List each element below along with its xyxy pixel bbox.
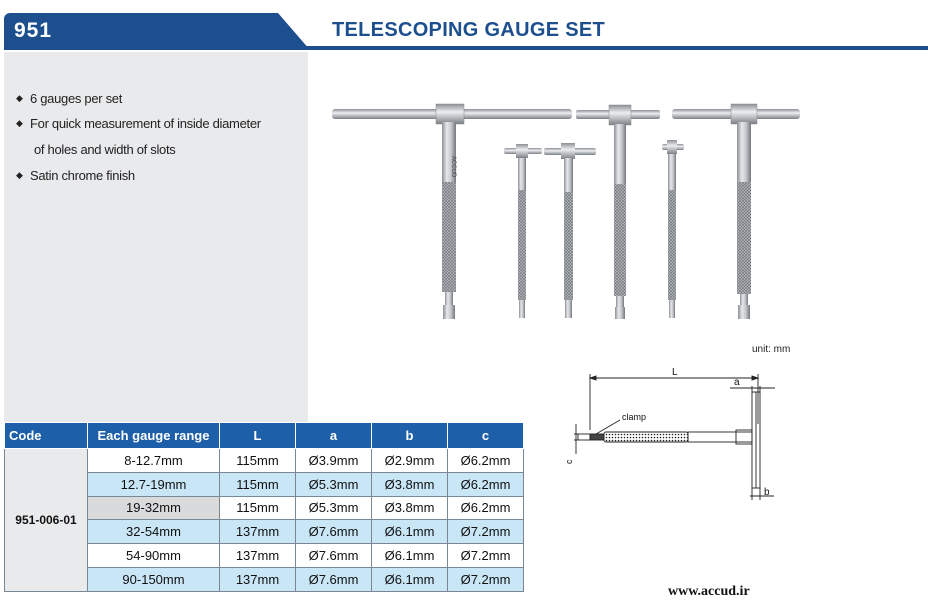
feature-list: ◆ 6 gauges per set ◆ For quick measureme… bbox=[16, 86, 298, 188]
table-row: 951-006-01 8-12.7mm 115mm Ø3.9mm Ø2.9mm … bbox=[4, 448, 524, 592]
header-b: b bbox=[371, 422, 448, 449]
label-l: L bbox=[672, 367, 678, 378]
diamond-bullet-icon: ◆ bbox=[16, 118, 23, 128]
gauge-large-right bbox=[672, 103, 800, 319]
header-code-tab bbox=[4, 13, 310, 50]
a-cell: Ø7.6mm bbox=[295, 543, 372, 568]
b-cell: Ø2.9mm bbox=[371, 448, 448, 473]
a-cell: Ø7.6mm bbox=[295, 519, 372, 545]
feature-panel bbox=[4, 52, 308, 422]
c-cell: Ø6.2mm bbox=[447, 471, 524, 497]
range-cell: 54-90mm bbox=[87, 543, 220, 568]
l-cell: 137mm bbox=[219, 519, 296, 545]
header-c: c bbox=[447, 422, 524, 449]
table-row: 32-54mm 137mm Ø7.6mm Ø6.1mm Ø7.2mm bbox=[5, 519, 524, 545]
l-cell: 115mm bbox=[219, 448, 296, 473]
a-cell: Ø7.6mm bbox=[295, 566, 372, 592]
a-cell: Ø5.3mm bbox=[295, 495, 372, 521]
table-row: 54-90mm 137mm Ø7.6mm Ø6.1mm Ø7.2mm bbox=[5, 543, 524, 568]
l-cell: 115mm bbox=[219, 495, 296, 521]
feature-item: ◆ For quick measurement of inside diamet… bbox=[16, 111, 298, 163]
b-cell: Ø6.1mm bbox=[371, 519, 448, 545]
brand-mark: ACCUD bbox=[450, 156, 456, 178]
website-link[interactable]: www.accud.ir bbox=[668, 584, 750, 599]
c-cell: Ø7.2mm bbox=[447, 566, 524, 592]
diamond-bullet-icon: ◆ bbox=[16, 170, 23, 180]
gauge-small-1 bbox=[504, 144, 542, 318]
b-cell: Ø3.8mm bbox=[371, 495, 448, 521]
c-cell: Ø7.2mm bbox=[447, 519, 524, 545]
range-cell: 12.7-19mm bbox=[87, 471, 220, 497]
l-cell: 115mm bbox=[219, 471, 296, 497]
header-l: L bbox=[219, 422, 296, 449]
label-a: a bbox=[734, 377, 740, 388]
header-rule bbox=[300, 46, 928, 50]
l-cell: 137mm bbox=[219, 543, 296, 568]
gauge-set-photo: ACCUD bbox=[332, 103, 800, 319]
header-a: a bbox=[295, 422, 372, 449]
c-cell: Ø7.2mm bbox=[447, 543, 524, 568]
gauge-smallest bbox=[662, 140, 684, 318]
header-code: Code bbox=[4, 422, 88, 449]
a-cell: Ø5.3mm bbox=[295, 471, 372, 497]
table-row: 19-32mm 115mm Ø5.3mm Ø3.8mm Ø6.2mm bbox=[5, 495, 524, 521]
range-cell: 90-150mm bbox=[87, 566, 220, 592]
b-cell: Ø6.1mm bbox=[371, 566, 448, 592]
feature-item: ◆ Satin chrome finish bbox=[16, 163, 298, 188]
table-row: 90-150mm 137mm Ø7.6mm Ø6.1mm Ø7.2mm bbox=[5, 566, 524, 592]
feature-item: ◆ 6 gauges per set bbox=[16, 86, 298, 111]
label-b: b bbox=[764, 487, 770, 498]
unit-label: unit: mm bbox=[752, 344, 791, 355]
c-cell: Ø6.2mm bbox=[447, 448, 524, 473]
label-clamp: clamp bbox=[622, 412, 646, 422]
range-cell: 19-32mm bbox=[87, 495, 220, 521]
header-range: Each gauge range bbox=[87, 422, 220, 449]
label-c: c bbox=[564, 459, 574, 464]
gauge-medium bbox=[576, 104, 660, 319]
range-cell: 32-54mm bbox=[87, 519, 220, 545]
spec-table: Code Each gauge range L a b c 951-006-01… bbox=[4, 422, 524, 592]
table-header-row: Code Each gauge range L a b c bbox=[4, 422, 524, 449]
l-cell: 137mm bbox=[219, 566, 296, 592]
product-code: 951 bbox=[14, 19, 53, 42]
dimension-diagram: L a clamp c b bbox=[564, 367, 775, 500]
range-cell: 8-12.7mm bbox=[87, 448, 220, 473]
code-cell: 951-006-01 bbox=[4, 448, 88, 592]
diamond-bullet-icon: ◆ bbox=[16, 93, 23, 103]
gauge-large-left: ACCUD bbox=[332, 103, 572, 319]
b-cell: Ø6.1mm bbox=[371, 543, 448, 568]
a-cell: Ø3.9mm bbox=[295, 448, 372, 473]
page-title: TELESCOPING GAUGE SET bbox=[332, 19, 605, 41]
b-cell: Ø3.8mm bbox=[371, 471, 448, 497]
c-cell: Ø6.2mm bbox=[447, 495, 524, 521]
table-row: 12.7-19mm 115mm Ø5.3mm Ø3.8mm Ø6.2mm bbox=[5, 471, 524, 497]
gauge-small-2 bbox=[544, 143, 596, 318]
